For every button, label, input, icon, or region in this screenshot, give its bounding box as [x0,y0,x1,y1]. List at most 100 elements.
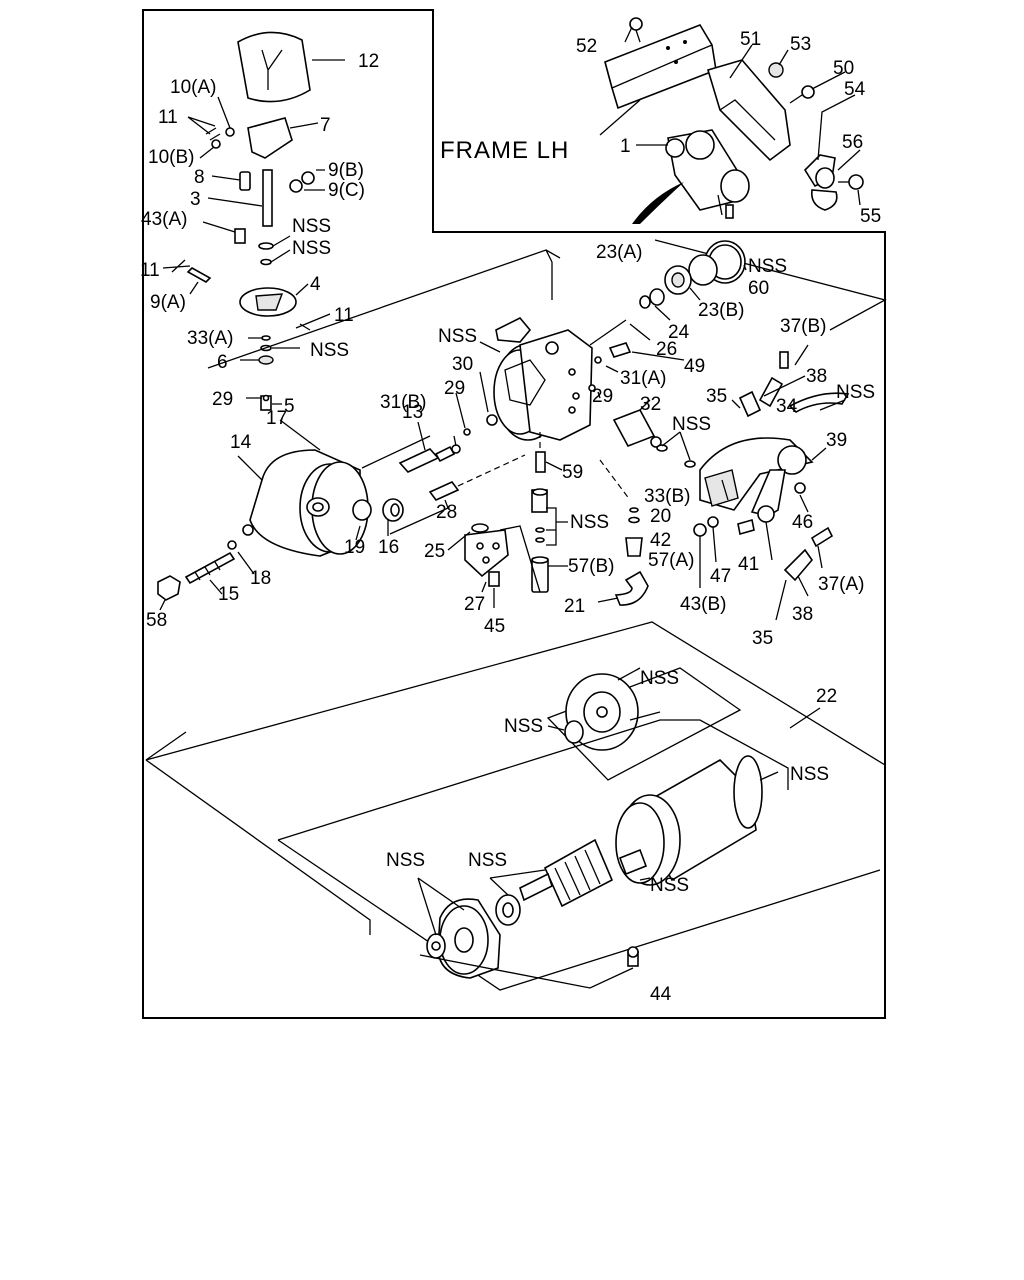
part-label-60: 60 [748,278,769,299]
part-label-53: 53 [790,34,811,55]
part-label-45: 45 [484,616,505,637]
part-label-11-right: 11 [334,305,354,326]
part-label-25: 25 [424,541,445,562]
part-label-23b: 23(B) [698,300,744,321]
right-parts [597,399,719,606]
nss-label-6: NSS [672,414,711,435]
nss-label-14: NSS [650,875,689,896]
part-label-11-top: 11 [158,107,178,128]
part-label-12: 12 [358,51,379,72]
part-label-6: 6 [217,352,228,373]
part-label-13: 13 [402,402,423,423]
lever-group [162,31,345,411]
nss-label-4: NSS [438,326,477,347]
part-label-29-left: 29 [212,389,233,410]
part-label-10a: 10(A) [170,77,216,98]
part-label-27: 27 [464,594,485,615]
part-label-10b: 10(B) [148,147,194,168]
frame-lh-label: FRAME LH [440,137,569,164]
part-label-18: 18 [250,568,271,589]
part-label-37a: 37(A) [818,574,864,595]
part-label-9b: 9(B) [328,160,364,181]
part-label-42: 42 [650,530,671,551]
part-label-31b: 31(B) [380,392,426,413]
part-label-9c: 9(C) [328,180,365,201]
nss-label-10: NSS [504,716,543,737]
solenoid-case [157,419,404,611]
part-label-23a: 23(A) [596,242,642,263]
part-label-54: 54 [844,79,866,100]
part-label-3: 3 [190,189,201,210]
part-label-43b: 43(B) [680,594,726,615]
part-label-1: 1 [620,136,631,157]
part-label-22: 22 [816,686,837,707]
part-label-4: 4 [310,274,321,295]
part-label-58: 58 [146,610,167,631]
nss-label-2: NSS [292,238,331,259]
pin-parts [361,421,526,535]
part-label-55: 55 [860,206,881,227]
part-label-51: 51 [740,29,761,50]
part-label-16: 16 [378,537,399,558]
part-label-24: 24 [668,322,690,343]
part-label-7: 7 [320,115,331,136]
part-label-32: 32 [640,394,661,415]
part-label-39: 39 [826,430,847,451]
part-label-11-mid: 11 [140,260,160,281]
nss-label-12: NSS [386,850,425,871]
part-label-35-top: 35 [706,386,727,407]
part-label-28: 28 [436,502,457,523]
part-label-33a: 33(A) [187,328,233,349]
part-label-14: 14 [230,432,252,453]
vertical-stack [447,432,568,608]
part-label-50: 50 [833,58,854,79]
part-label-20: 20 [650,506,671,527]
seal-parts [588,239,887,399]
part-label-29-right: 29 [592,386,613,407]
part-label-41: 41 [738,554,759,575]
part-label-37b: 37(B) [780,316,826,337]
part-label-15: 15 [218,584,239,605]
part-label-38-bottom: 38 [792,604,813,625]
part-label-46: 46 [792,512,813,533]
part-label-33b: 33(B) [644,486,690,507]
motor-assembly [145,621,886,991]
part-label-56: 56 [842,132,863,153]
nss-label-3: NSS [310,340,349,361]
part-label-57b: 57(B) [568,556,614,577]
part-label-34: 34 [776,396,798,417]
nss-label-1: NSS [292,216,331,237]
part-label-38-top: 38 [806,366,827,387]
nss-label-7: NSS [570,512,609,533]
center-housing [455,317,593,441]
nss-label-5: NSS [748,256,787,277]
part-label-21: 21 [564,596,585,617]
nss-label-9: NSS [640,668,679,689]
part-label-49: 49 [684,356,705,377]
diagram-border [142,9,886,1019]
part-label-59: 59 [562,462,583,483]
frame-inset [599,17,864,224]
part-label-47: 47 [710,566,731,587]
part-label-26: 26 [656,339,677,360]
nss-label-8: NSS [836,382,875,403]
part-label-19: 19 [344,537,365,558]
part-label-29-center: 29 [444,378,465,399]
part-label-57a: 57(A) [648,550,694,571]
solenoid-group-outline [207,249,561,369]
shift-lever [699,344,850,621]
part-label-9a: 9(A) [150,292,186,313]
part-label-5: 5 [284,396,295,417]
part-label-35-bottom: 35 [752,628,773,649]
part-label-43a: 43(A) [141,209,187,230]
part-label-31a: 31(A) [620,368,666,389]
part-label-8: 8 [194,167,205,188]
part-label-44: 44 [650,984,672,1005]
nss-label-13: NSS [468,850,507,871]
nss-label-11: NSS [790,764,829,785]
part-label-30: 30 [452,354,473,375]
part-label-17: 17 [266,408,287,429]
part-label-52: 52 [576,36,597,57]
